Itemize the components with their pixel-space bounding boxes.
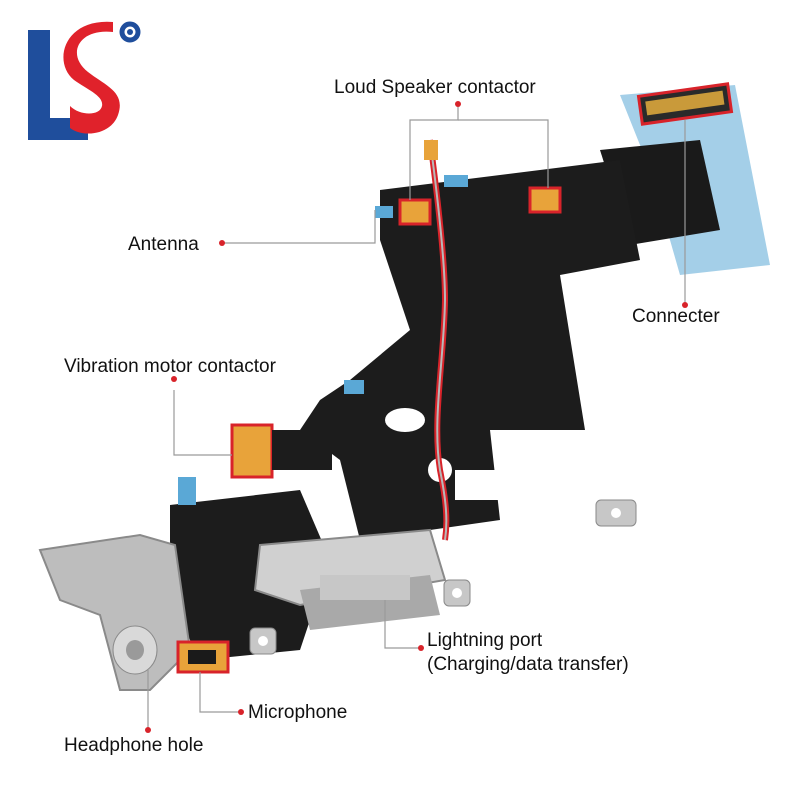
vibration-motor-label-dot (171, 376, 177, 382)
lightning-port-label-dot (418, 645, 424, 651)
label-loud-speaker-contactor: Loud Speaker contactor (334, 77, 536, 98)
label-headphone-hole: Headphone hole (64, 735, 204, 756)
connecter-label-dot (682, 302, 688, 308)
label-connecter: Connecter (632, 306, 720, 327)
label-antenna: Antenna (128, 234, 199, 255)
antenna-label-dot (219, 240, 225, 246)
microphone-label-dot (238, 709, 244, 715)
headphone-hole-label-dot (145, 727, 151, 733)
loud-speaker-label-dot (455, 101, 461, 107)
ls-logo (28, 21, 141, 140)
label-microphone: Microphone (248, 702, 348, 723)
label-lightning-port-subtitle: (Charging/data transfer) (427, 654, 629, 675)
label-vibration-motor-contactor: Vibration motor contactor (64, 356, 276, 377)
label-lightning-port: Lightning port (427, 630, 543, 651)
